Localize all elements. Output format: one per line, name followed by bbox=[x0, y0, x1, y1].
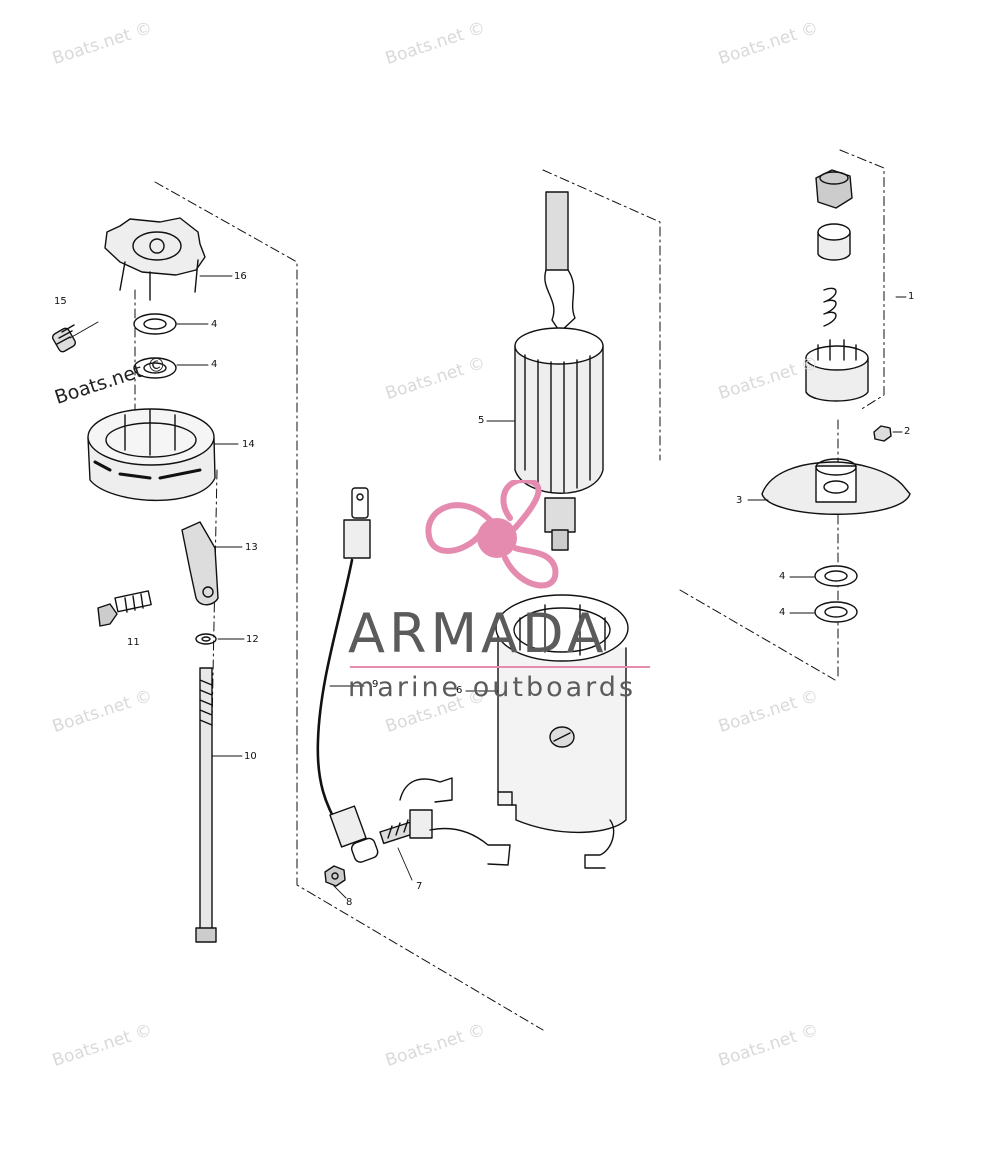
part-11-bolt bbox=[97, 590, 152, 627]
callout-5: 5 bbox=[478, 415, 485, 426]
callout-6: 6 bbox=[456, 685, 463, 696]
callout-15: 15 bbox=[54, 296, 67, 307]
part-6-frame bbox=[495, 594, 629, 869]
callout-13: 13 bbox=[245, 542, 258, 553]
part-4-washer-left bbox=[133, 313, 177, 379]
brand-tagline: marine outboards bbox=[348, 672, 637, 703]
part-12-washer bbox=[195, 633, 217, 645]
part-2-nut bbox=[873, 425, 892, 442]
callout-8: 8 bbox=[346, 897, 353, 908]
callout-2: 2 bbox=[904, 426, 911, 437]
callout-16: 16 bbox=[234, 271, 247, 282]
callout-1: 1 bbox=[908, 291, 915, 302]
part-10-through-bolt bbox=[195, 667, 217, 943]
callout-11: 11 bbox=[127, 637, 140, 648]
part-4-washer-right bbox=[814, 565, 858, 623]
part-7-brush-holder bbox=[379, 777, 511, 866]
part-8-nut bbox=[324, 865, 346, 887]
callout-4c: 4 bbox=[779, 571, 786, 582]
part-13-terminal bbox=[181, 521, 219, 606]
callout-4b: 4 bbox=[211, 359, 218, 370]
propeller-logo-icon bbox=[425, 480, 559, 589]
callout-3: 3 bbox=[736, 495, 743, 506]
part-1-drive-assembly bbox=[805, 169, 869, 402]
callout-7: 7 bbox=[416, 881, 423, 892]
brand-name: ARMADA bbox=[348, 602, 608, 665]
callout-4d: 4 bbox=[779, 607, 786, 618]
brand-logo bbox=[350, 480, 650, 668]
part-15-screw bbox=[51, 324, 77, 353]
callout-10: 10 bbox=[244, 751, 257, 762]
part-3-end-frame bbox=[761, 458, 911, 515]
part-5-armature bbox=[514, 191, 604, 551]
callout-14: 14 bbox=[242, 439, 255, 450]
part-14-end-cap bbox=[87, 408, 216, 502]
part-9-lead-wire bbox=[316, 487, 379, 863]
callout-4a: 4 bbox=[211, 319, 218, 330]
part-16-brush-plate bbox=[104, 217, 206, 301]
callout-12: 12 bbox=[246, 634, 259, 645]
callout-9: 9 bbox=[372, 679, 379, 690]
leader-lines bbox=[69, 275, 907, 899]
